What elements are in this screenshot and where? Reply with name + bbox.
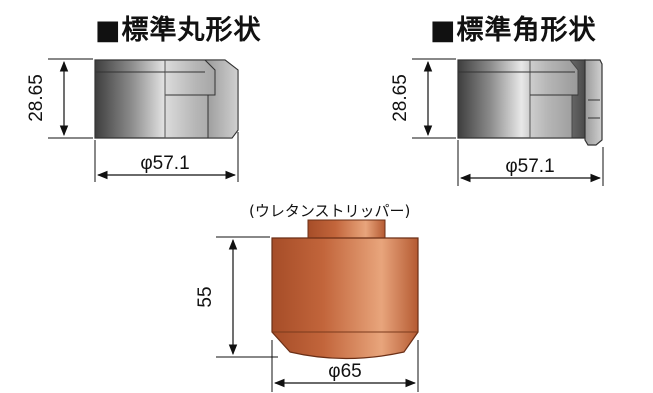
round-die-diameter-label: φ57.1 bbox=[140, 153, 189, 174]
square-die-diameter-dim: φ57.1 bbox=[457, 140, 604, 186]
urethane-stripper-label: (ウレタンストリッパー) bbox=[249, 202, 411, 220]
round-die bbox=[94, 59, 239, 139]
round-die-height-label: 28.65 bbox=[26, 74, 47, 122]
square-die-diameter-label: φ57.1 bbox=[505, 156, 554, 177]
stripper-height-label: 55 bbox=[195, 286, 216, 307]
square-die bbox=[457, 59, 603, 146]
stripper-diameter-label: φ65 bbox=[328, 361, 361, 382]
square-die-key bbox=[584, 59, 603, 146]
urethane-stripper bbox=[271, 219, 419, 360]
round-die-diameter-dim: φ57.1 bbox=[94, 132, 239, 182]
title-standard-round: ■標準丸形状 bbox=[95, 15, 262, 46]
stripper-body bbox=[271, 237, 419, 360]
stripper-top-boss bbox=[307, 219, 386, 239]
square-die-height-dim: 28.65 bbox=[390, 58, 456, 139]
round-die-chamfer bbox=[203, 59, 239, 139]
title-standard-square: ■標準角形状 bbox=[430, 15, 597, 46]
stripper-diameter-dim: φ65 bbox=[271, 340, 419, 392]
stripper-height-dim: 55 bbox=[195, 236, 278, 358]
square-die-height-label: 28.65 bbox=[390, 74, 411, 122]
round-die-height-dim: 28.65 bbox=[26, 58, 93, 139]
